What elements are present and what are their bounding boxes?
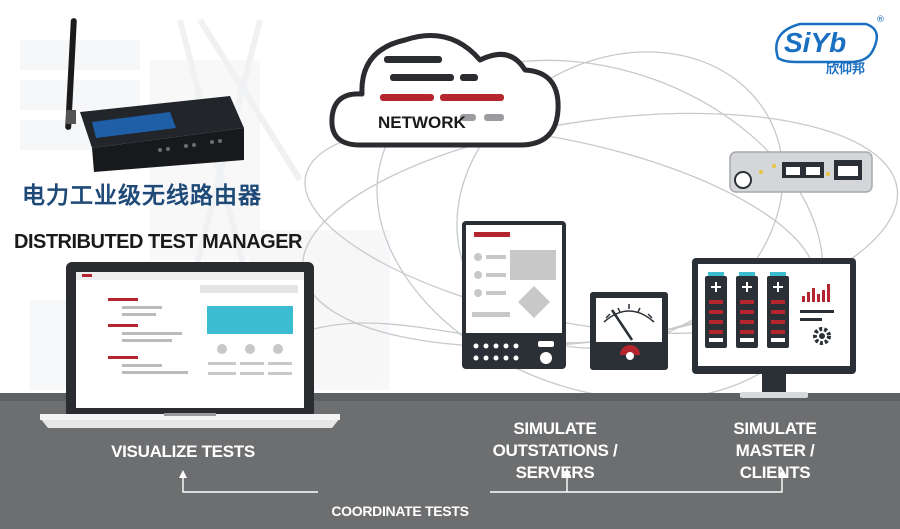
network-switch xyxy=(729,151,873,193)
label-coordinate-tests: COORDINATE TESTS xyxy=(331,503,469,519)
brand-logo: SiYb ® xyxy=(775,15,885,64)
laptop-dashboard xyxy=(40,262,340,428)
label-visualize-tests: VISUALIZE TESTS xyxy=(111,442,255,461)
router-title: 电力工业级无线路由器 xyxy=(22,182,262,208)
coordinate-arrows xyxy=(179,468,786,493)
master-client-monitor xyxy=(692,258,856,398)
diagram-title: DISTRIBUTED TEST MANAGER xyxy=(14,231,303,253)
label-master-line2: MASTER / CLIENTS xyxy=(735,441,815,482)
label-simulate-master: SIMULATE MASTER / CLIENTS xyxy=(700,418,850,484)
brand-registered-mark: ® xyxy=(876,15,885,25)
label-outstations-line2: OUTSTATIONS / SERVERS xyxy=(492,441,618,482)
analog-gauge xyxy=(590,292,668,370)
network-cloud xyxy=(329,33,561,148)
outstation-device xyxy=(462,221,566,369)
brand-logo-text: SiYb xyxy=(784,27,846,58)
label-master-line1: SIMULATE xyxy=(733,419,817,438)
label-simulate-outstations: SIMULATE OUTSTATIONS / SERVERS xyxy=(460,418,650,484)
industrial-router-image xyxy=(65,18,244,172)
brand-chinese-name: 欣仰邦 xyxy=(826,62,866,77)
network-label: NETWORK xyxy=(378,113,467,132)
label-outstations-line1: SIMULATE xyxy=(513,419,597,438)
